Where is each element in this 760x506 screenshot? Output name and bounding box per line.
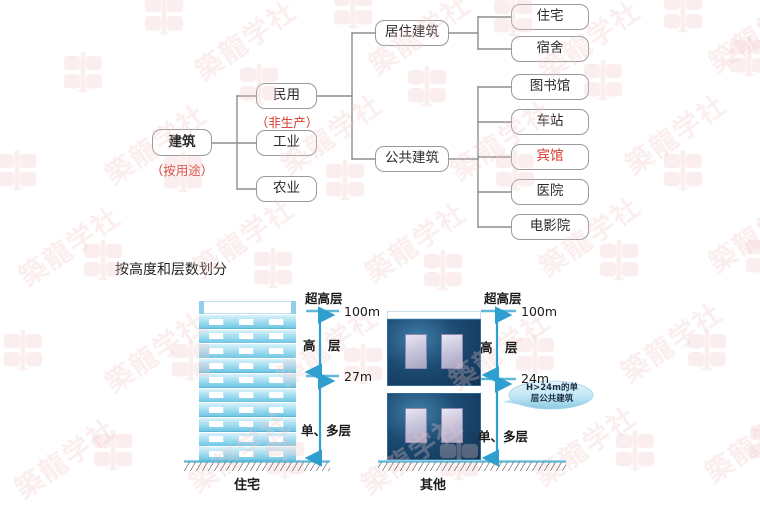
left-label-lowrise: 单、多层 (301, 423, 352, 438)
building-window (269, 347, 284, 354)
tree-node-station[interactable]: 车站 (511, 109, 589, 135)
callout-bubble (503, 380, 594, 410)
left-label-super-highrise: 超高层 (305, 291, 343, 306)
tree-node-hospital[interactable]: 医院 (511, 179, 589, 205)
building-window (209, 421, 224, 428)
building-window (441, 408, 463, 444)
left-label-highrise: 高 层 (303, 338, 341, 353)
building-window (209, 362, 224, 369)
building-window (209, 406, 224, 413)
building-window (209, 333, 224, 340)
building-floor (199, 431, 296, 447)
building-window (269, 318, 284, 325)
building-floor (199, 372, 296, 388)
building-block (387, 319, 481, 386)
building-window (239, 347, 254, 354)
tree-node-civil[interactable]: 民用 (256, 83, 317, 109)
right-label-highrise: 高 层 (480, 340, 518, 355)
tree-node-agricultural[interactable]: 农业 (256, 176, 317, 202)
left-value-100m: 100m (344, 304, 381, 319)
right-value-24m: 24m (521, 371, 550, 386)
section-title: 按高度和层数划分 (115, 262, 227, 278)
tree-node-house[interactable]: 住宅 (511, 4, 589, 30)
residential-building-graphic (199, 301, 296, 462)
building-window (269, 333, 284, 340)
building-window (239, 392, 254, 399)
right-label-lowrise: 单、多层 (478, 429, 529, 444)
tree-node-cinema[interactable]: 电影院 (511, 214, 589, 240)
roof-tab-left (199, 301, 204, 314)
tree-node-root-sub: （按用途） (150, 163, 214, 178)
roof-tab-right (291, 301, 296, 314)
building-floor (199, 402, 296, 418)
building-block (387, 393, 481, 460)
right-label-super-highrise: 超高层 (484, 291, 522, 306)
building-window (269, 421, 284, 428)
building-window (269, 450, 284, 457)
ground-line-left (184, 460, 330, 471)
building-floor (199, 328, 296, 344)
ground-line-right (378, 460, 566, 471)
building-window (239, 362, 254, 369)
building-window (239, 406, 254, 413)
building-floor (199, 358, 296, 374)
left-value-27m: 27m (344, 369, 373, 384)
building-window (405, 334, 427, 370)
tree-node-hotel[interactable]: 宾馆 (511, 144, 589, 170)
tree-node-industrial[interactable]: 工业 (256, 130, 317, 156)
building-floor (199, 446, 296, 462)
building-window (209, 318, 224, 325)
building-window (239, 421, 254, 428)
building-window (269, 436, 284, 443)
building-window (269, 406, 284, 413)
other-building-cap (387, 311, 481, 319)
building-window (239, 450, 254, 457)
building-floor (199, 416, 296, 433)
building-window (239, 333, 254, 340)
building-window (209, 450, 224, 457)
other-building-graphic (387, 311, 481, 461)
building-floor (199, 387, 296, 403)
right-value-100m: 100m (521, 304, 558, 319)
building-window (209, 392, 224, 399)
building-window (269, 392, 284, 399)
building-window (239, 377, 254, 384)
left-caption: 住宅 (234, 478, 261, 493)
building-floor (199, 343, 296, 359)
building-floor (199, 314, 296, 330)
building-window (441, 334, 463, 370)
right-caption: 其他 (420, 478, 447, 493)
tree-node-library[interactable]: 图书馆 (511, 74, 589, 100)
building-window (269, 362, 284, 369)
tree-node-root[interactable]: 建筑 (152, 129, 212, 156)
building-window (239, 318, 254, 325)
tree-node-public[interactable]: 公共建筑 (375, 146, 449, 172)
building-window (209, 436, 224, 443)
callout-text: H>24m的单 层公共建筑 (526, 383, 578, 404)
building-window (239, 436, 254, 443)
tree-node-civil-sub: （非生产） (255, 115, 319, 130)
building-window (269, 377, 284, 384)
building-window (405, 408, 427, 444)
building-window (209, 347, 224, 354)
tree-node-dormitory[interactable]: 宿舍 (511, 36, 589, 62)
building-window (209, 377, 224, 384)
tree-node-residential[interactable]: 居住建筑 (375, 20, 449, 46)
